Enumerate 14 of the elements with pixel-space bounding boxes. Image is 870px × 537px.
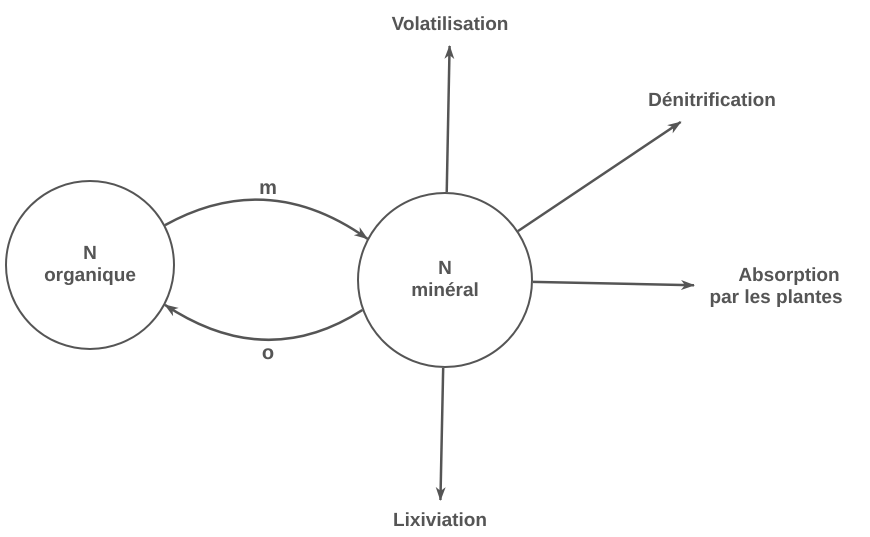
arrow	[436, 368, 446, 501]
pool-text: organique	[44, 265, 136, 287]
pool-text: N	[83, 243, 97, 265]
pool-text: N	[438, 258, 452, 280]
process-text: Dénitrification	[648, 90, 776, 112]
process-text: Volatilisation	[392, 14, 508, 36]
arrow	[444, 45, 454, 192]
pool-text: minéral	[411, 280, 479, 302]
arrow	[164, 198, 368, 240]
arrow	[532, 280, 695, 290]
arrow	[164, 304, 363, 341]
process-text: Absorption par les plantes	[708, 265, 844, 309]
arrow	[517, 120, 682, 232]
process-text: Lixiviation	[393, 510, 487, 532]
